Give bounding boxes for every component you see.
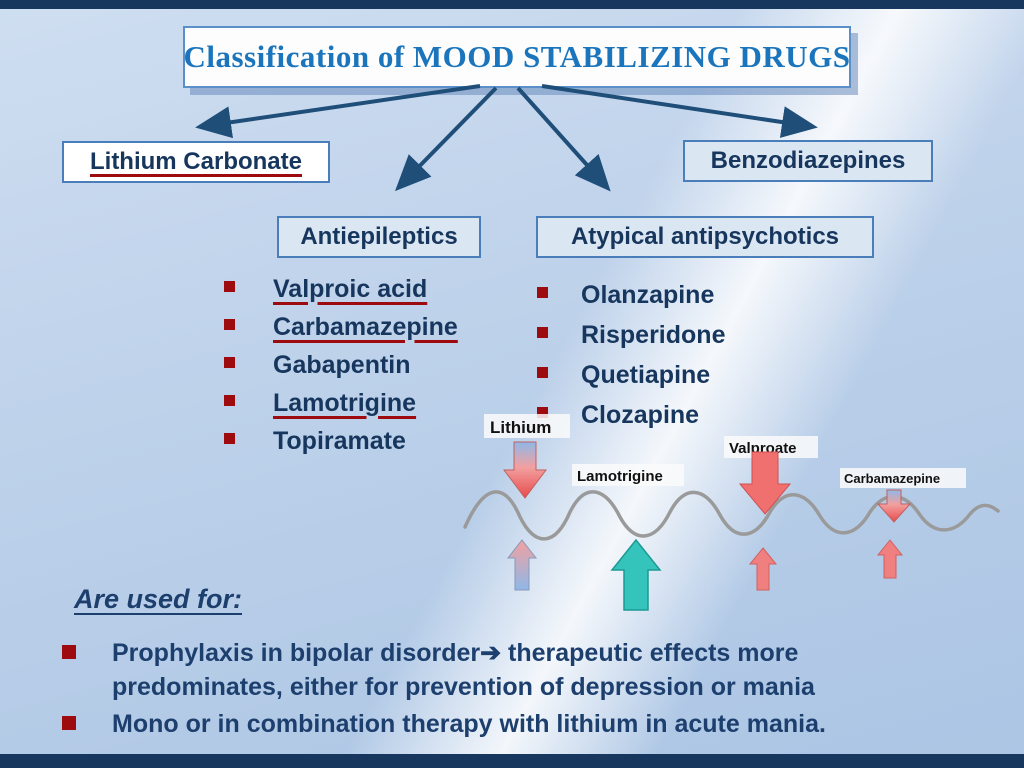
list-item: Quetiapine: [537, 360, 725, 390]
bottom-edge-bar: [0, 754, 1024, 768]
bullet-square-icon: [537, 326, 548, 338]
category-label: Atypical antipsychotics: [570, 223, 840, 250]
slide-title: Classification of MOOD STABILIZING DRUGS: [183, 39, 851, 74]
usage-text: Mono or in combination therapy with lith…: [112, 710, 826, 738]
list-item: Carbamazepine: [224, 312, 458, 342]
bullet-square-icon: [62, 645, 76, 659]
carbamazepine-small-up-arrow-icon: [876, 539, 904, 579]
list-item: Valproic acid: [224, 274, 458, 304]
arrow-to-lithium: [195, 84, 481, 139]
arrow-to-benzodiazepines: [541, 84, 818, 138]
category-label: Benzodiazepines: [710, 147, 906, 174]
drug-name: Quetiapine: [581, 360, 711, 389]
lamotrigine-wave-label: Lamotrigine: [572, 464, 684, 486]
bullet-square-icon: [537, 286, 548, 298]
category-box-benzodiazepines: Benzodiazepines: [683, 140, 933, 182]
bullet-square-icon: [224, 280, 235, 292]
bullet-square-icon: [537, 366, 548, 378]
drug-name: Clozapine: [581, 400, 700, 429]
category-box-lithium: Lithium Carbonate: [62, 141, 330, 183]
valproate-wave-label: Valproate: [724, 436, 818, 458]
usage-bullet-item: Prophylaxis in bipolar disorder➔ therape…: [60, 636, 950, 704]
arrow-to-atypical: [516, 86, 611, 192]
antiepileptics-list: Valproic acid Carbamazepine Gabapentin L…: [224, 274, 458, 464]
atypical-antipsychotics-list: Olanzapine Risperidone Quetiapine Clozap…: [537, 280, 725, 440]
list-item: Gabapentin: [224, 350, 458, 380]
drug-name: Topiramate: [273, 426, 406, 455]
mood-wave-line: [463, 490, 1000, 541]
list-item: Clozapine: [537, 400, 725, 430]
lamotrigine-teal-up-arrow-icon: [610, 538, 662, 611]
bullet-square-icon: [537, 406, 548, 418]
wave-label-text: Valproate: [729, 440, 797, 457]
list-item: Olanzapine: [537, 280, 725, 310]
title-box: Classification of MOOD STABILIZING DRUGS: [183, 26, 851, 88]
list-item: Risperidone: [537, 320, 725, 350]
top-edge-bar: [0, 0, 1024, 9]
are-used-for-heading: Are used for:: [74, 584, 243, 614]
arrow-to-antiepileptics: [395, 86, 498, 192]
drug-name: Lamotrigine: [273, 388, 417, 417]
lithium-small-up-arrow-icon: [506, 539, 538, 591]
list-item: Topiramate: [224, 426, 458, 456]
drug-name: Carbamazepine: [273, 312, 458, 341]
category-label: Antiepileptics: [300, 223, 458, 250]
category-box-antiepileptics: Antiepileptics: [277, 216, 481, 258]
drug-name: Olanzapine: [581, 280, 715, 309]
lithium-wave-label: Lithium: [484, 414, 570, 438]
bullet-square-icon: [224, 394, 235, 406]
list-item: Lamotrigine: [224, 388, 458, 418]
mood-wave-graphic: Lithium Lamotrigine Valproate Carbamazep…: [463, 414, 1000, 611]
bullet-square-icon: [224, 318, 235, 330]
lithium-down-arrow-icon: [503, 441, 547, 499]
valproate-small-up-arrow-icon: [748, 547, 778, 591]
category-box-atypical-antipsychotics: Atypical antipsychotics: [536, 216, 874, 258]
bullet-square-icon: [224, 432, 235, 444]
wave-label-text: Lithium: [490, 418, 551, 437]
usage-list: Prophylaxis in bipolar disorder➔ therape…: [60, 636, 990, 744]
bullet-square-icon: [224, 356, 235, 368]
drug-name: Risperidone: [581, 320, 726, 349]
drug-name: Gabapentin: [273, 350, 411, 379]
wave-label-text: Carbamazepine: [844, 471, 940, 486]
drug-name: Valproic acid: [273, 274, 428, 303]
valproate-down-arrow-icon: [738, 451, 792, 515]
carbamazepine-small-down-arrow-icon: [876, 489, 912, 523]
usage-text: Prophylaxis in bipolar disorder➔ therape…: [112, 639, 815, 701]
category-label: Lithium Carbonate: [89, 148, 302, 175]
usage-bullet-item: Mono or in combination therapy with lith…: [60, 707, 990, 741]
bullet-square-icon: [62, 716, 76, 730]
carbamazepine-wave-label: Carbamazepine: [840, 468, 966, 488]
classification-arrows: [195, 84, 818, 192]
wave-label-text: Lamotrigine: [577, 468, 663, 485]
